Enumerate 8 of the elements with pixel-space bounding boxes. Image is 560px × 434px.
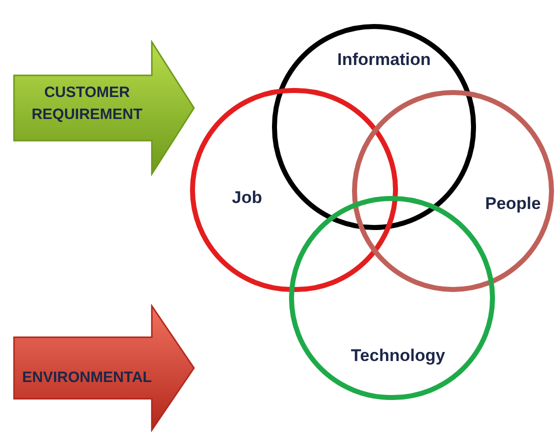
circle-label: Technology — [350, 345, 446, 367]
circle-label: People — [484, 193, 542, 215]
block-arrow — [12, 40, 196, 176]
circle-label: Job — [230, 187, 264, 209]
block-arrow — [12, 304, 196, 432]
arrow-label: CUSTOMER REQUIREMENT — [30, 83, 144, 125]
circle-label: Information — [336, 49, 432, 71]
arrow-label: ENVIRONMENTAL — [21, 368, 153, 388]
